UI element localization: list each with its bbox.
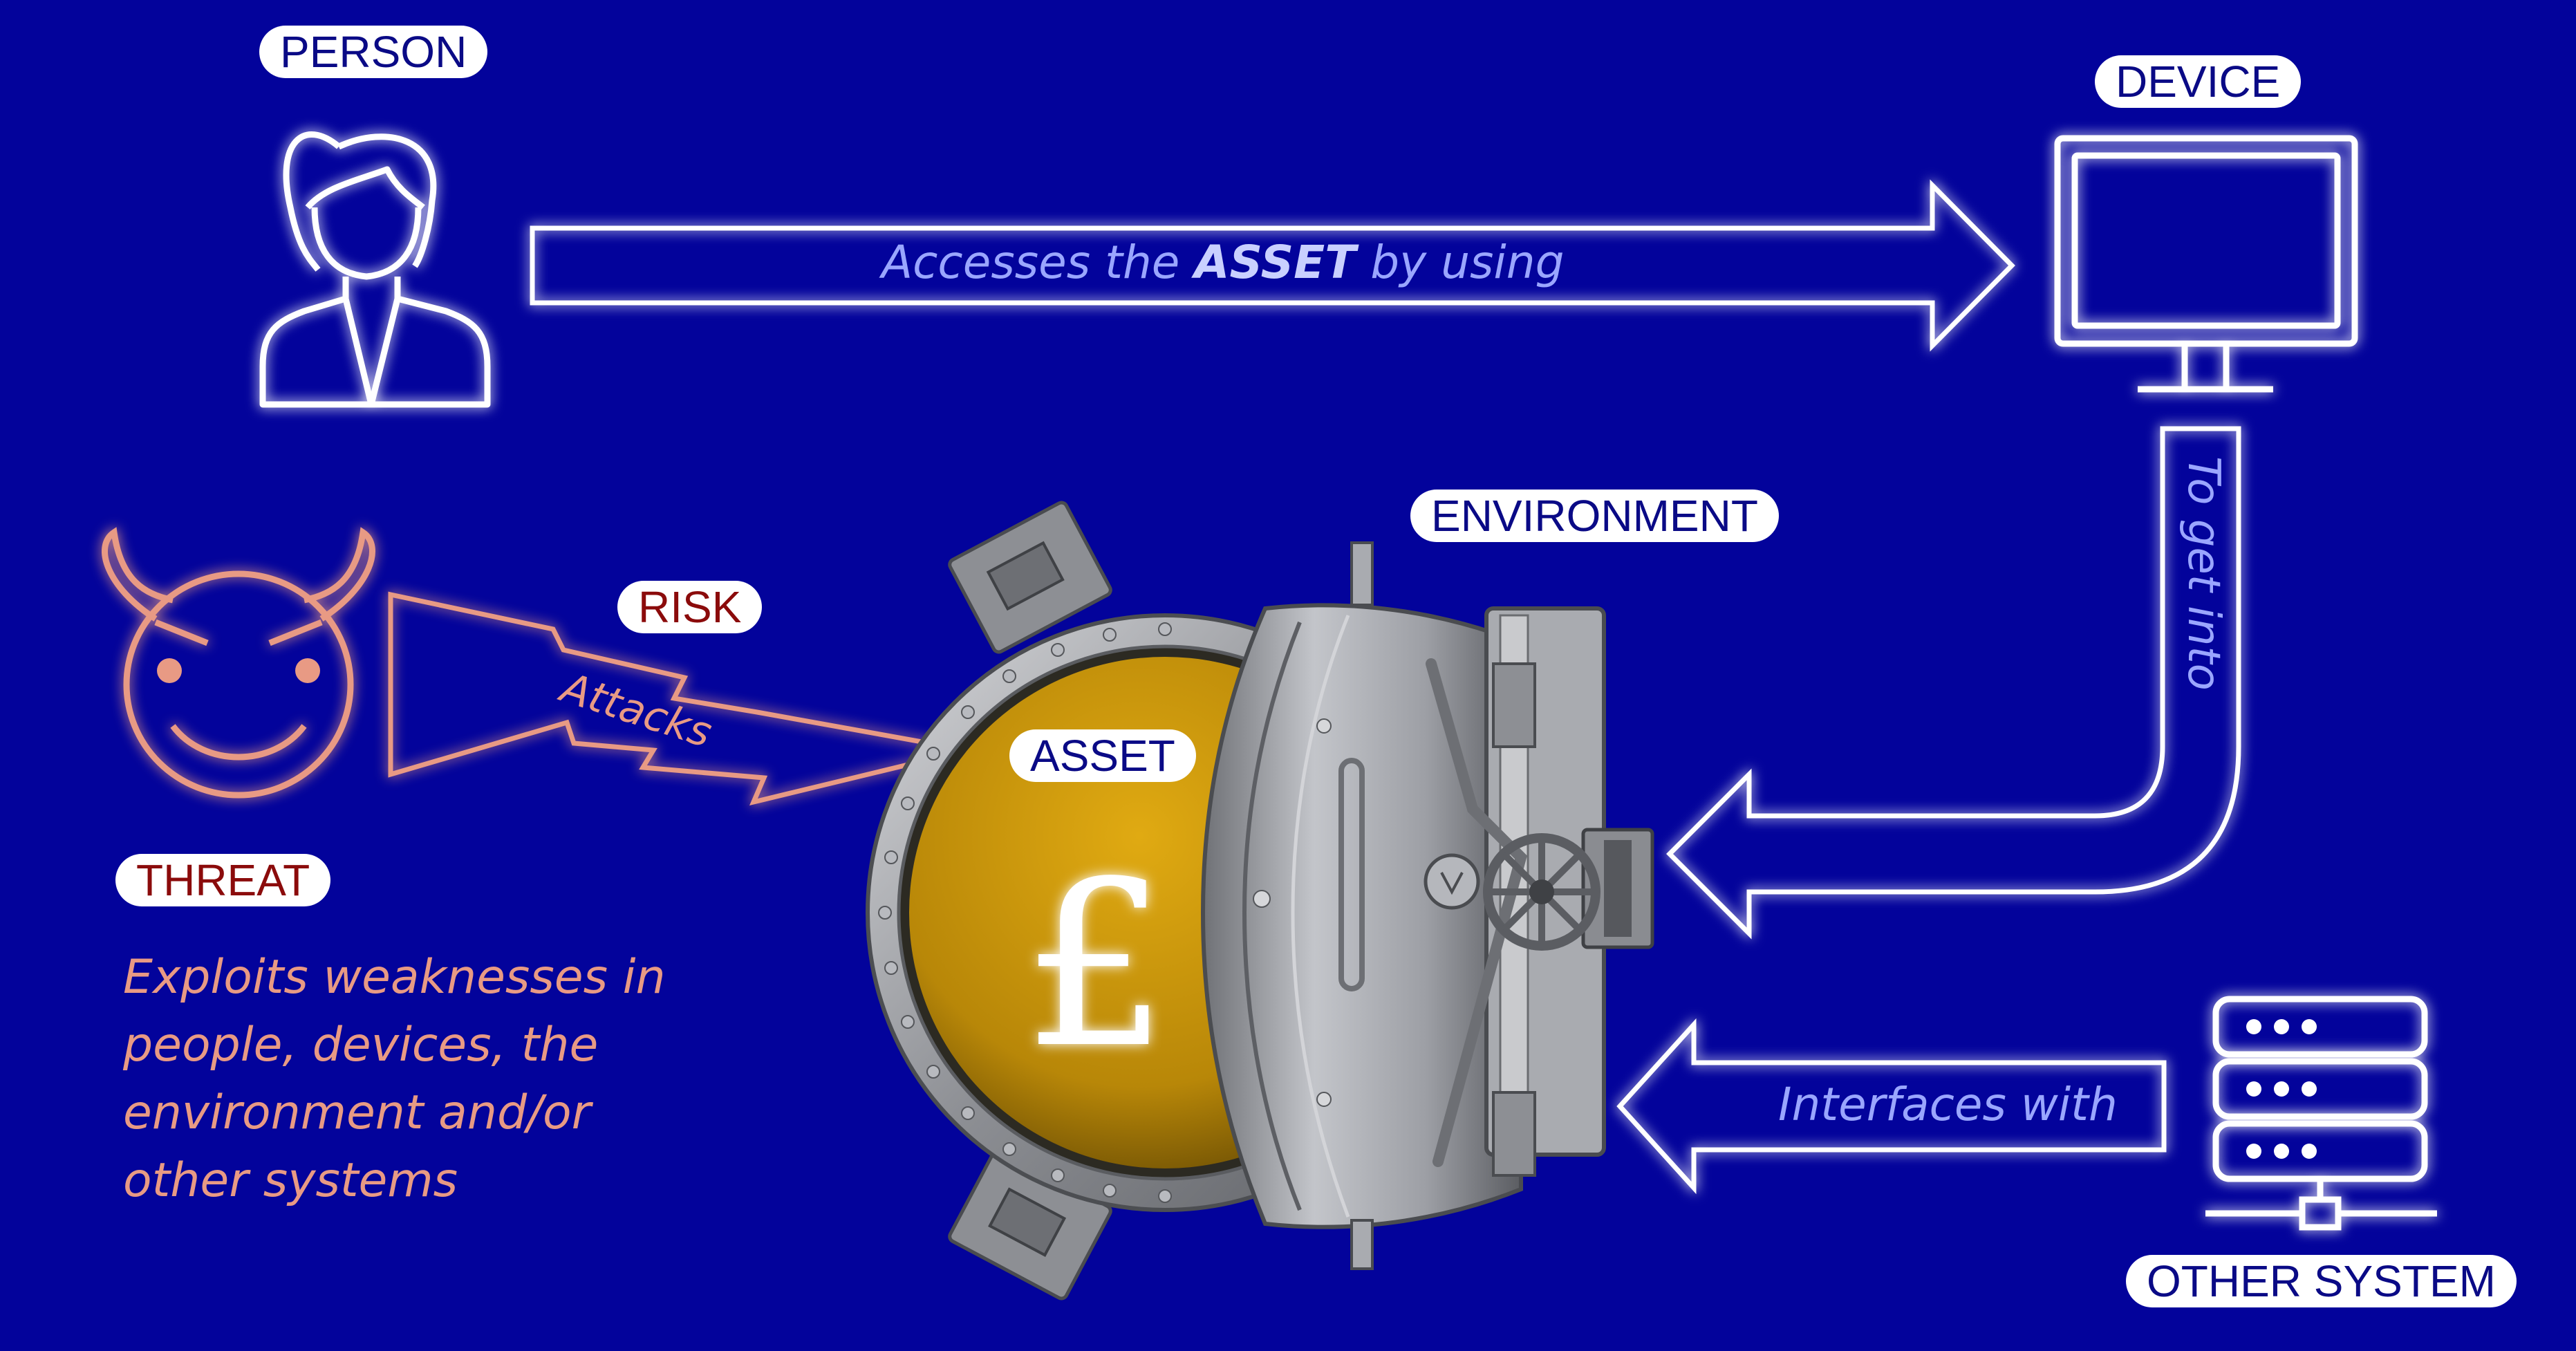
person-icon xyxy=(259,131,491,408)
pound-symbol: £ xyxy=(1023,832,1168,1098)
other-system-label: OTHER SYSTEM xyxy=(2126,1255,2517,1307)
interfaces-arrow-label: Interfaces with xyxy=(1778,1078,2118,1131)
server-leds xyxy=(2246,1019,2317,1159)
devil-icon xyxy=(102,527,375,799)
risk-label: RISK xyxy=(617,581,763,633)
person-label: PERSON xyxy=(259,26,488,78)
monitor-icon xyxy=(2054,135,2358,393)
vault-rivets xyxy=(878,622,1172,1203)
vault-hinge-top xyxy=(948,501,1112,654)
threat-label: THREAT xyxy=(115,854,331,906)
device-label: DEVICE xyxy=(2095,55,2302,108)
vault-icon: £ xyxy=(866,501,1654,1301)
get-into-arrow-label: To get into xyxy=(2178,456,2229,691)
threat-description: Exploits weaknesses in people, devices, … xyxy=(123,950,666,1208)
vault-door xyxy=(1200,541,1654,1270)
environment-label: ENVIRONMENT xyxy=(1410,490,1779,542)
access-arrow xyxy=(530,179,2015,352)
attack-arrow xyxy=(388,591,969,806)
devil-eye-right xyxy=(295,658,320,683)
interfaces-arrow xyxy=(1616,1018,2167,1195)
asset-label: ASSET xyxy=(1009,729,1196,782)
server-icon xyxy=(2205,996,2437,1231)
access-arrow-label: Accesses the ASSET by using xyxy=(879,236,1564,289)
get-into-arrow xyxy=(1666,426,2241,940)
devil-eye-left xyxy=(157,658,182,683)
